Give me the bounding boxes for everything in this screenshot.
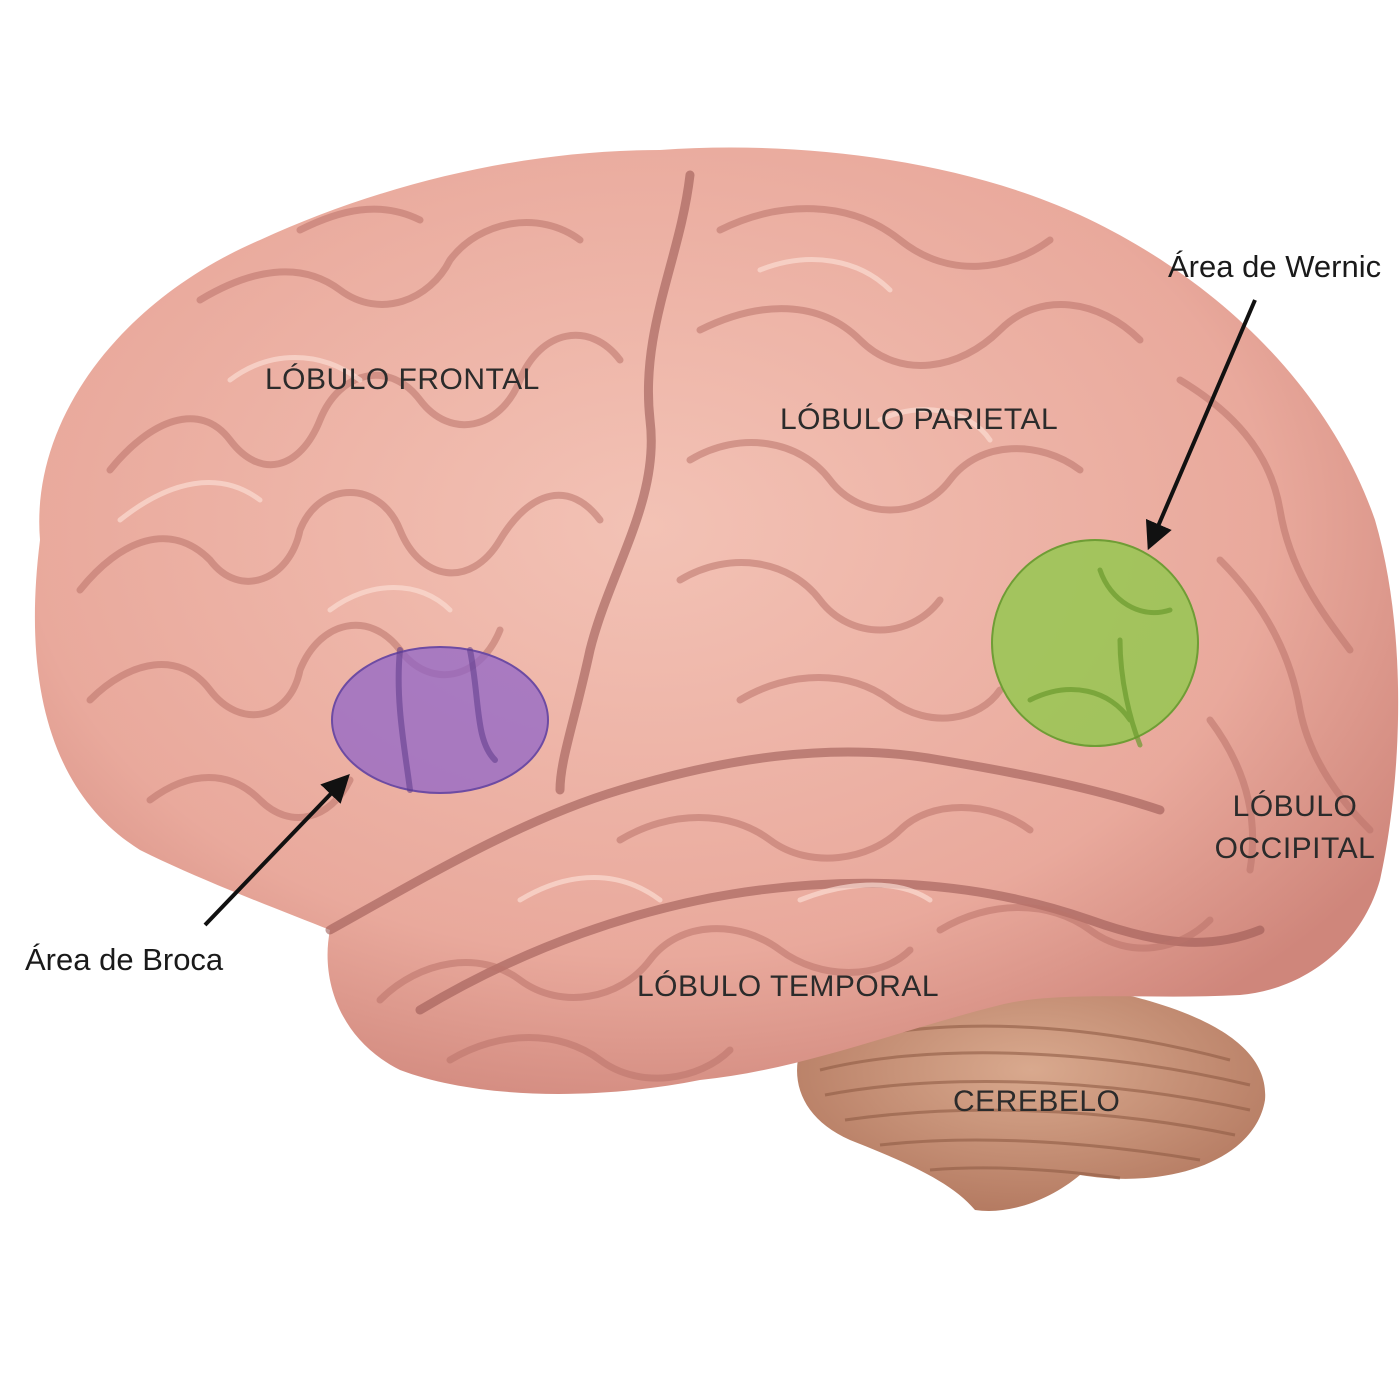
parietal-lobe-label: LÓBULO PARIETAL	[780, 403, 1058, 436]
cerebrum-shape	[34, 147, 1399, 1094]
wernicke-area-fold	[1027, 567, 1173, 748]
wernicke-area-highlight	[991, 539, 1199, 747]
cortex-texture	[76, 170, 1374, 1082]
wernicke-area-label: Área de Wernic	[1168, 249, 1381, 284]
cerebellum-label: CEREBELO	[953, 1085, 1120, 1118]
broca-arrow	[203, 773, 350, 927]
broca-area-label: Área de Broca	[25, 942, 224, 977]
cerebellum-folia	[819, 1024, 1251, 1180]
broca-area-highlight	[331, 646, 549, 794]
occipital-lobe-label-line2: OCCIPITAL	[1215, 832, 1376, 865]
frontal-lobe-label: LÓBULO FRONTAL	[265, 363, 540, 396]
broca-area-fold	[395, 647, 498, 793]
wernicke-arrow	[1145, 299, 1257, 551]
occipital-lobe-label-line1: LÓBULO	[1233, 790, 1358, 823]
temporal-lobe-label: LÓBULO TEMPORAL	[637, 970, 939, 1003]
